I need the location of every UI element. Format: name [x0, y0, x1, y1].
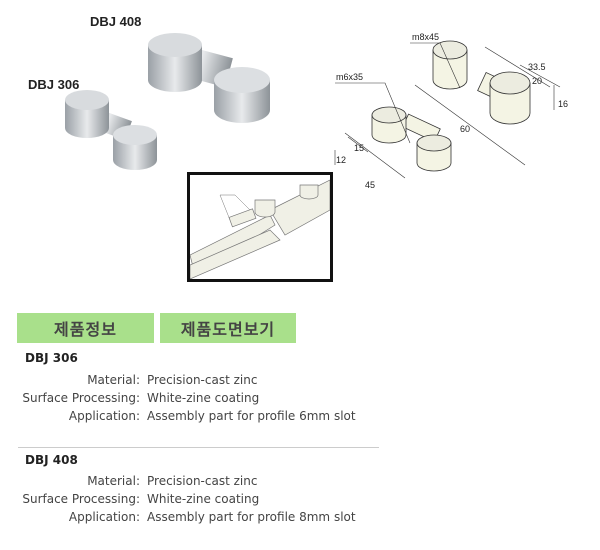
profile-assembly-image	[189, 179, 331, 280]
spec-label: Material:	[87, 373, 140, 387]
connector-photo-image	[65, 33, 270, 170]
spec-label: Surface Processing:	[22, 391, 140, 405]
spec-row-material: Material: Precision-cast zinc	[0, 474, 257, 488]
dim-33-5: 33.5	[528, 62, 546, 72]
spec-label: Material:	[87, 474, 140, 488]
callout-m6x35: m6x35	[336, 72, 363, 82]
tab-product-info[interactable]: 제품정보	[17, 313, 154, 343]
spec-value: Precision-cast zinc	[147, 474, 258, 488]
dim-12: 12	[336, 155, 346, 165]
spec-label: Surface Processing:	[22, 492, 140, 506]
spec-label: Application:	[68, 409, 140, 423]
callout-m8x45: m8x45	[412, 32, 439, 42]
dim-60: 60	[460, 124, 470, 134]
product-title-dbj-408: DBJ 408	[25, 453, 78, 467]
spec-label: Application:	[68, 510, 140, 524]
product-title-dbj-306: DBJ 306	[25, 351, 78, 365]
label-dbj-306: DBJ 306	[28, 77, 80, 92]
divider	[18, 447, 379, 448]
dim-20: 20	[532, 76, 542, 86]
profile-assembly-inset	[187, 172, 333, 282]
spec-value: Assembly part for profile 6mm slot	[147, 409, 356, 423]
dimension-drawing: m8x45 m6x35 33.5 20 16 60 15 12 45	[320, 25, 590, 200]
tab-product-drawing[interactable]: 제품도면보기	[160, 313, 296, 343]
spec-row-material: Material: Precision-cast zinc	[0, 373, 257, 387]
dim-45: 45	[365, 180, 375, 190]
spec-row-application: Application: Assembly part for profile 8m…	[0, 510, 356, 524]
spec-value: Precision-cast zinc	[147, 373, 258, 387]
spec-row-surface: Surface Processing: White-zine coating	[0, 492, 259, 506]
product-photo	[0, 0, 300, 170]
spec-value: White-zine coating	[147, 492, 260, 506]
dim-15: 15	[354, 143, 364, 153]
dim-16: 16	[558, 99, 568, 109]
label-dbj-408: DBJ 408	[90, 14, 142, 29]
spec-row-surface: Surface Processing: White-zine coating	[0, 391, 259, 405]
spec-row-application: Application: Assembly part for profile 6m…	[0, 409, 356, 423]
spec-value: White-zine coating	[147, 391, 260, 405]
spec-value: Assembly part for profile 8mm slot	[147, 510, 356, 524]
dimension-drawing-image: m8x45 m6x35 33.5 20 16 60 15 12 45	[334, 32, 568, 190]
